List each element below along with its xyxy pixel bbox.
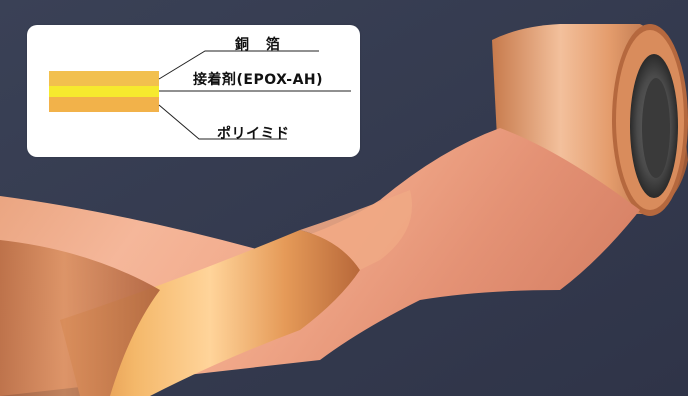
layer-legend-card: 銅 箔 接着剤(EPOX-AH) ポリイミド — [27, 25, 360, 157]
leader-lines — [158, 50, 351, 140]
adhesive-label: 接着剤(EPOX-AH) — [193, 72, 324, 88]
polyimide-layer — [49, 97, 159, 112]
polyimide-leader-line — [158, 104, 287, 140]
adhesive-layer — [49, 86, 159, 97]
copper-foil-label: 銅 箔 — [235, 37, 286, 53]
copper-foil-layer — [49, 71, 159, 86]
polyimide-label: ポリイミド — [217, 126, 290, 142]
copper-leader-line — [158, 50, 319, 80]
